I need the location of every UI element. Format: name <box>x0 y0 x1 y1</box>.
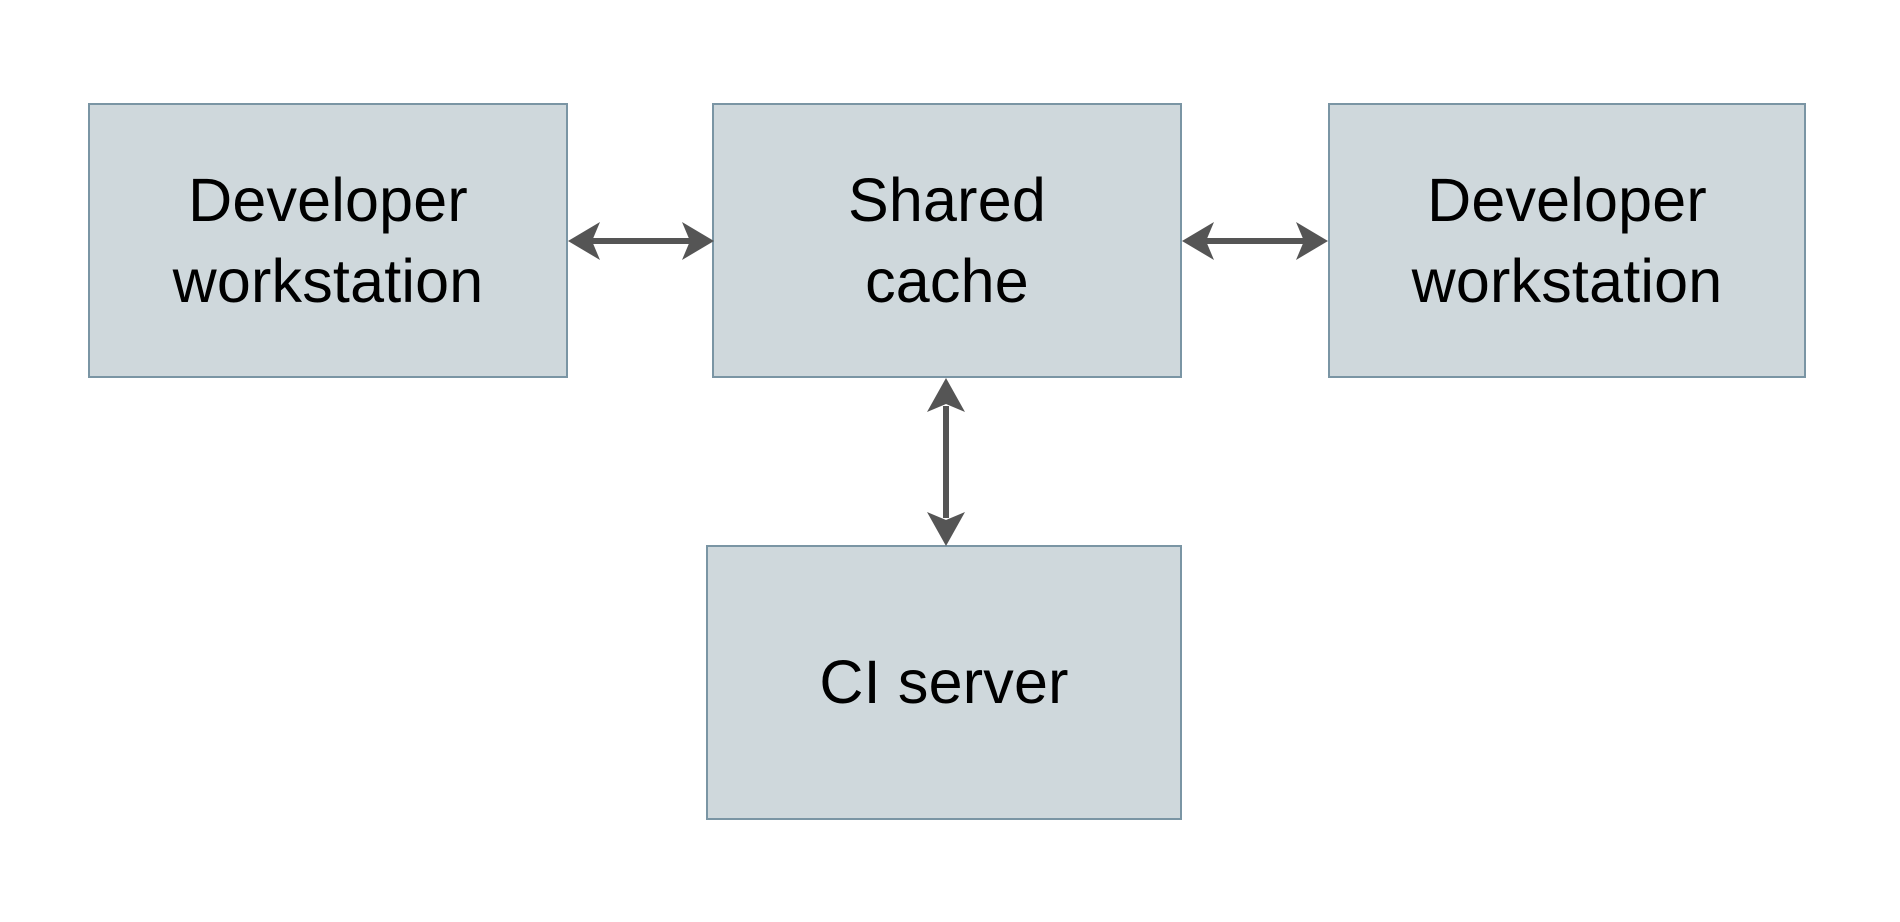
edge-shared-cache-to-ci-server <box>927 378 965 546</box>
edge-left-workstation-to-shared-cache <box>568 222 714 260</box>
node-developer-workstation-left[interactable]: Developer workstation <box>88 103 568 378</box>
node-developer-workstation-right[interactable]: Developer workstation <box>1328 103 1806 378</box>
node-shared-cache[interactable]: Shared cache <box>712 103 1182 378</box>
edge-shared-cache-to-right-workstation <box>1182 222 1328 260</box>
double-arrow-icon <box>1182 222 1328 260</box>
node-ci-server[interactable]: CI server <box>706 545 1182 820</box>
double-arrow-icon <box>568 222 714 260</box>
node-label: CI server <box>819 648 1069 717</box>
double-arrow-icon <box>927 378 965 546</box>
node-label: Developer workstation <box>1411 165 1723 315</box>
node-label: Shared cache <box>848 165 1046 315</box>
node-label: Developer workstation <box>172 165 484 315</box>
